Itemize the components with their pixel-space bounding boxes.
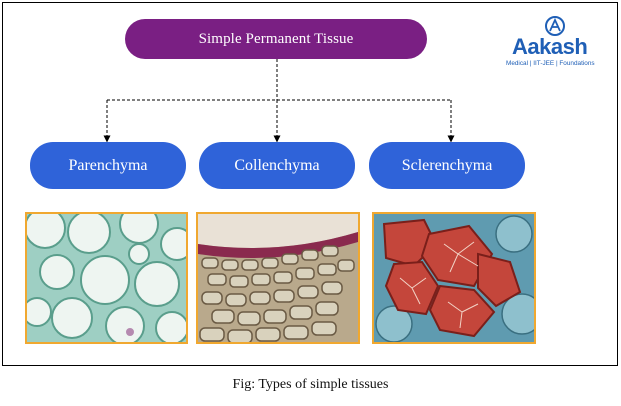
root-node-simple-permanent-tissue: Simple Permanent Tissue	[125, 19, 427, 59]
node-parenchyma: Parenchyma	[30, 142, 186, 189]
collenchyma-cells-image	[198, 214, 358, 342]
node-sclerenchyma-label: Sclerenchyma	[401, 156, 493, 174]
figure-caption: Fig: Types of simple tissues	[232, 377, 389, 392]
aakash-logo: Aakash Medical | IIT-JEE | Foundations	[505, 16, 615, 72]
parenchyma-cells-image	[27, 214, 186, 342]
node-collenchyma: Collenchyma	[199, 142, 355, 189]
node-collenchyma-label: Collenchyma	[234, 156, 320, 174]
sclerenchyma-micrograph	[372, 212, 536, 344]
logo-wordmark: Aakash	[512, 34, 588, 59]
logo-tagline: Medical | IIT-JEE | Foundations	[506, 60, 595, 67]
collenchyma-micrograph	[196, 212, 360, 344]
logo-emblem-icon	[545, 16, 565, 36]
root-node-label: Simple Permanent Tissue	[198, 30, 354, 47]
node-sclerenchyma: Sclerenchyma	[369, 142, 525, 189]
sclerenchyma-cells-image	[374, 214, 534, 342]
parenchyma-micrograph	[25, 212, 188, 344]
node-parenchyma-label: Parenchyma	[68, 156, 148, 174]
